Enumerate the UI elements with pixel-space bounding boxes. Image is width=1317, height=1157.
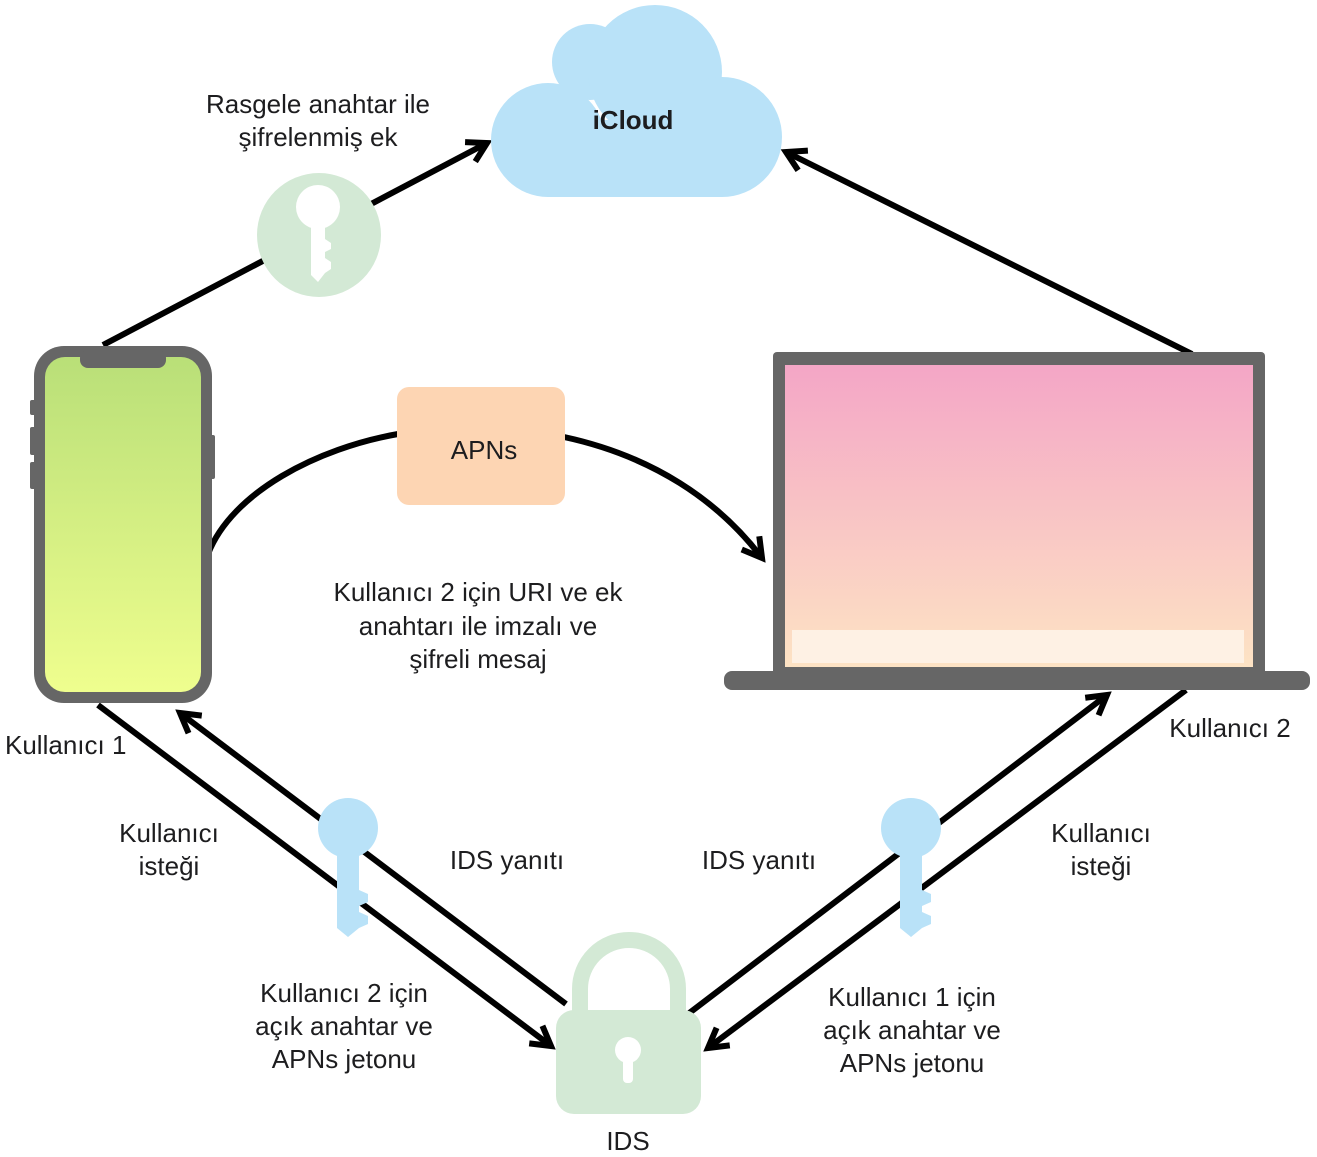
arrow-user2-to-icloud	[780, 147, 1194, 357]
arrow-user2-request-to-ids	[703, 687, 1188, 1052]
attachment-upload-label: Rasgele anahtar ile şifrelenmiş ek	[206, 89, 430, 152]
message-label: Kullanıcı 2 için URI ve ek anahtarı ile …	[333, 577, 623, 674]
key-shaft	[900, 850, 931, 937]
flow-label-line: isteği	[1071, 851, 1132, 881]
user1-request-label: Kullanıcı isteği	[119, 818, 219, 881]
key-icon	[881, 798, 941, 937]
key-head	[296, 185, 340, 229]
icloud-label: iCloud	[593, 105, 674, 135]
connector-user1-to-apns	[205, 431, 399, 556]
flow-label-line: Kullanıcı 2 için	[260, 978, 428, 1008]
cloud-base	[548, 120, 722, 197]
user2-ids-response-label: IDS yanıtı	[702, 845, 816, 875]
flow-label-line: şifrelenmiş ek	[239, 122, 399, 152]
key-shaft	[311, 225, 331, 282]
attachment-key-badge	[257, 173, 381, 297]
key-icon	[318, 798, 378, 937]
lock-keyhole	[615, 1037, 641, 1063]
flow-label-line: Kullanıcı 1 için	[828, 982, 996, 1012]
flow-label-line: şifreli mesaj	[409, 644, 546, 674]
lock-icon	[556, 932, 701, 1114]
macbook-dock	[792, 630, 1244, 663]
arrow-apns-to-user2	[563, 434, 766, 563]
flow-label-line: Kullanıcı	[119, 818, 219, 848]
flow-label-line: APNs jetonu	[272, 1044, 417, 1074]
flow-label-line: Kullanıcı	[1051, 818, 1151, 848]
flow-label-line: anahtarı ile imzalı ve	[359, 611, 597, 641]
user2-response-payload-label: Kullanıcı 1 için açık anahtar ve APNs je…	[823, 982, 1001, 1078]
arrow-user1-request-to-ids	[96, 702, 556, 1050]
flow-label-line: Kullanıcı 2 için URI ve ek	[333, 577, 623, 607]
lock-shackle	[572, 932, 686, 1014]
key-icon	[296, 185, 340, 282]
flow-label-line: açık anahtar ve	[823, 1015, 1001, 1045]
user1-response-payload-label: Kullanıcı 2 için açık anahtar ve APNs je…	[255, 978, 433, 1074]
apns-node: APNs	[397, 387, 565, 505]
user1-ids-response-label: IDS yanıtı	[450, 845, 564, 875]
flow-label-line: APNs jetonu	[840, 1048, 985, 1078]
user1-iphone	[30, 346, 215, 703]
iphone-screen	[45, 357, 201, 692]
flow-label-line: Rasgele anahtar ile	[206, 89, 430, 119]
iphone-notch	[80, 350, 166, 368]
user1-label: Kullanıcı 1	[5, 730, 126, 760]
arrow-ids-response-to-user1	[175, 709, 568, 1007]
macbook-base	[724, 671, 1310, 690]
ids-label: IDS	[606, 1126, 649, 1156]
user2-label: Kullanıcı 2	[1169, 713, 1290, 743]
flow-label-line: açık anahtar ve	[255, 1011, 433, 1041]
macbook-display	[785, 365, 1253, 667]
cloud-icon: iCloud	[491, 5, 782, 197]
flow-label-line: isteği	[139, 851, 200, 881]
apns-box	[397, 387, 565, 505]
lock-keyhole-slot	[623, 1054, 633, 1083]
user2-macbook	[724, 352, 1310, 690]
key-head	[318, 798, 378, 858]
key-shaft	[337, 850, 368, 937]
user2-request-label: Kullanıcı isteği	[1051, 818, 1151, 881]
apns-label: APNs	[451, 435, 517, 465]
key-head	[881, 798, 941, 858]
